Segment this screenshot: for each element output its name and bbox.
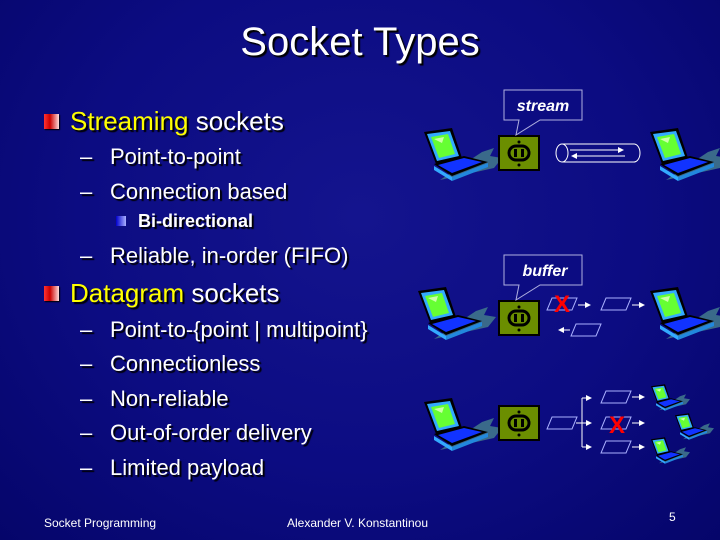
dash: –: [80, 179, 93, 204]
dash: –: [80, 243, 93, 268]
sub-item: Connection based: [110, 179, 288, 204]
socket-icon: [498, 300, 540, 336]
page-number: 5: [669, 510, 676, 524]
square-bullet-icon: [44, 114, 59, 129]
laptop-icon: [650, 287, 720, 340]
sub-item: Reliable, in-order (FIFO): [110, 243, 349, 268]
laptop-icon: [418, 287, 496, 340]
buffer-callout: buffer: [503, 254, 583, 302]
sub-sub-item: Bi-directional: [138, 211, 254, 231]
dash: –: [80, 317, 93, 342]
footer-center: Alexander V. Konstantinou: [287, 516, 428, 530]
sub-item: Non-reliable: [110, 386, 229, 411]
dash: –: [80, 386, 93, 411]
stream-label: stream: [517, 98, 569, 115]
buffer-label: buffer: [522, 263, 568, 280]
bullet-datagram: Datagram sockets: [70, 278, 280, 309]
sub-item: Limited payload: [110, 455, 265, 480]
footer-left: Socket Programming: [44, 516, 157, 530]
socket-icon: [498, 135, 540, 171]
square-bullet-icon: [44, 286, 59, 301]
socket-icon: [498, 405, 540, 441]
lost-packet-mark: X: [554, 291, 570, 318]
square-bullet-icon: [116, 216, 126, 226]
small-laptop-icon: [651, 384, 690, 411]
multicast-packets: [546, 390, 645, 454]
small-laptop-icon: [675, 413, 714, 440]
small-laptop-icon: [651, 437, 690, 464]
bullet-text: sockets: [184, 278, 280, 308]
packets: [546, 297, 645, 337]
highlight: Datagram: [70, 278, 185, 308]
bullet-streaming: Streaming sockets: [70, 106, 284, 137]
dash: –: [80, 420, 93, 445]
sub-item: Point-to-point: [110, 144, 241, 169]
laptop-icon: [424, 398, 502, 451]
laptop-icon: [650, 128, 720, 181]
sub-item: Point-to-{point | multipoint}: [110, 317, 368, 342]
dash: –: [80, 455, 93, 480]
bullet-text: sockets: [188, 106, 284, 136]
dash: –: [80, 351, 93, 376]
highlight: Streaming: [70, 106, 189, 136]
stream-pipe-icon: [555, 143, 641, 163]
sub-item: Out-of-order delivery: [110, 420, 312, 445]
dash: –: [80, 144, 93, 169]
sub-item: Connectionless: [110, 351, 261, 376]
stream-callout: stream: [503, 89, 583, 137]
laptop-icon: [424, 128, 502, 181]
slide-title: Socket Types: [240, 20, 480, 64]
lost-packet-mark: X: [609, 412, 625, 439]
